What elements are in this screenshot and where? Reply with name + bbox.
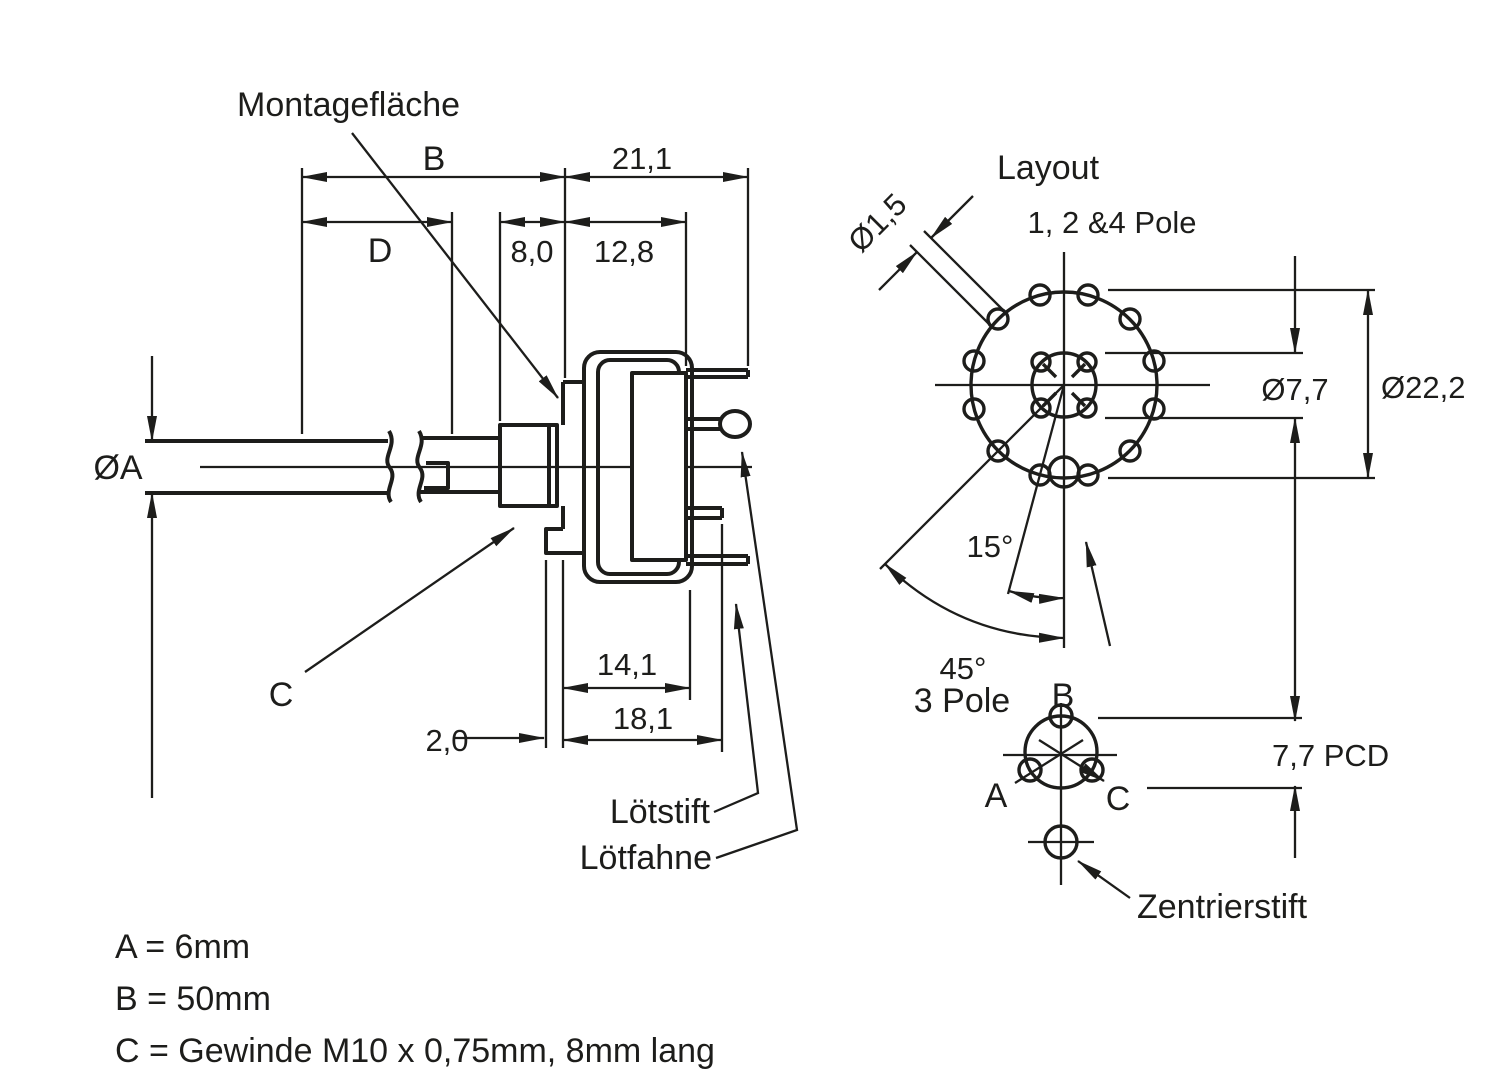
pcd-circle-22-2: [969, 290, 1159, 480]
ref-line-15deg: [1006, 384, 1066, 595]
angle-15-label: 15°: [967, 529, 1014, 564]
pin-a-label: A: [985, 777, 1008, 815]
dim-22-2-label: Ø22,2: [1381, 370, 1465, 405]
pole3-view: 3 Pole B A C 7,7 PCD Zentrierstift: [914, 677, 1389, 926]
layout-subtitle: 1, 2 &4 Pole: [1028, 205, 1197, 240]
dim-21-1-label: 21,1: [612, 141, 672, 176]
dim-B-label: B: [423, 140, 446, 178]
dim-18-1-label: 18,1: [613, 701, 673, 736]
loetfahne-label: Lötfahne: [580, 839, 712, 877]
dim-14-1-label: 14,1: [597, 647, 657, 682]
arc-45deg: [884, 563, 1065, 643]
dim-2-0-label: 2,0: [425, 723, 468, 758]
pole3-hole-b: [1048, 703, 1074, 729]
terminal-top-lug: [686, 368, 750, 379]
pole3-pcd-circle: [1023, 714, 1099, 790]
shaft-break-line: [385, 429, 395, 504]
dim-12-8-label: 12,8: [594, 234, 654, 269]
flange-step: [544, 527, 584, 555]
c-label: C: [269, 676, 294, 714]
dim-oa-label: ØA: [93, 449, 142, 487]
wiper-direction-arrow: [1084, 541, 1112, 647]
solder-pin-terminal: [686, 506, 724, 520]
leader-montagefläche: [351, 132, 559, 399]
solder-eyelet-terminal: [686, 409, 752, 439]
zentrierstift-label: Zentrierstift: [1137, 888, 1308, 926]
shaft-break-line-2: [415, 429, 425, 504]
legend-line-b: B = 50mm: [115, 980, 271, 1018]
legend: A = 6mm B = 50mm C = Gewinde M10 x 0,75m…: [115, 928, 715, 1070]
leader-c-thread: [304, 527, 515, 673]
angle-45-label: 45°: [940, 651, 987, 686]
threaded-bushing: [498, 423, 559, 508]
terminal-bottom-lug: [686, 554, 750, 566]
legend-line-a: A = 6mm: [115, 928, 250, 966]
dim-1-5-label: Ø1,5: [841, 187, 913, 259]
legend-line-c: C = Gewinde M10 x 0,75mm, 8mm lang: [115, 1032, 715, 1070]
dim-pcd-label: 7,7 PCD: [1272, 738, 1389, 773]
arc-15deg: [1008, 589, 1065, 604]
leader-loetstift: [713, 603, 760, 814]
hole-diameter-callout: [878, 195, 1006, 327]
montageflaeche-label: Montagefläche: [237, 86, 460, 124]
inner-circle-7-7: [1030, 351, 1098, 419]
leader-zentrierstift: [1077, 860, 1131, 899]
layout-view: Layout 1, 2 &4 Pole Ø1,5 15° 45° Ø7,7 Ø2…: [841, 149, 1465, 722]
side-view: Montagefläche B 21,1 D 8,0 12,8 ØA C 2,0…: [93, 86, 799, 877]
leader-loetfahne: [715, 451, 799, 860]
pole3-diagonal-c: [1038, 739, 1105, 782]
pole3-diagonal-a: [1014, 739, 1084, 784]
pole3-hole-a: [1017, 757, 1043, 783]
loetstift-label: Lötstift: [610, 793, 711, 831]
pin-c-label: C: [1106, 780, 1131, 818]
inner-hole-pattern: [1030, 351, 1098, 419]
layout-title: Layout: [997, 149, 1100, 187]
terminal-plate: [630, 371, 688, 562]
centering-pin-hole: [1047, 455, 1081, 489]
body-outline: [582, 350, 694, 584]
ref-line-45deg: [879, 384, 1065, 570]
dim-8-0-label: 8,0: [510, 234, 553, 269]
shaft-flat-notch: [424, 461, 450, 490]
dim-7-7-label: Ø7,7: [1261, 372, 1328, 407]
pin-b-label: B: [1052, 677, 1075, 715]
dim-D-label: D: [368, 232, 393, 270]
pole3-title: 3 Pole: [914, 682, 1010, 720]
